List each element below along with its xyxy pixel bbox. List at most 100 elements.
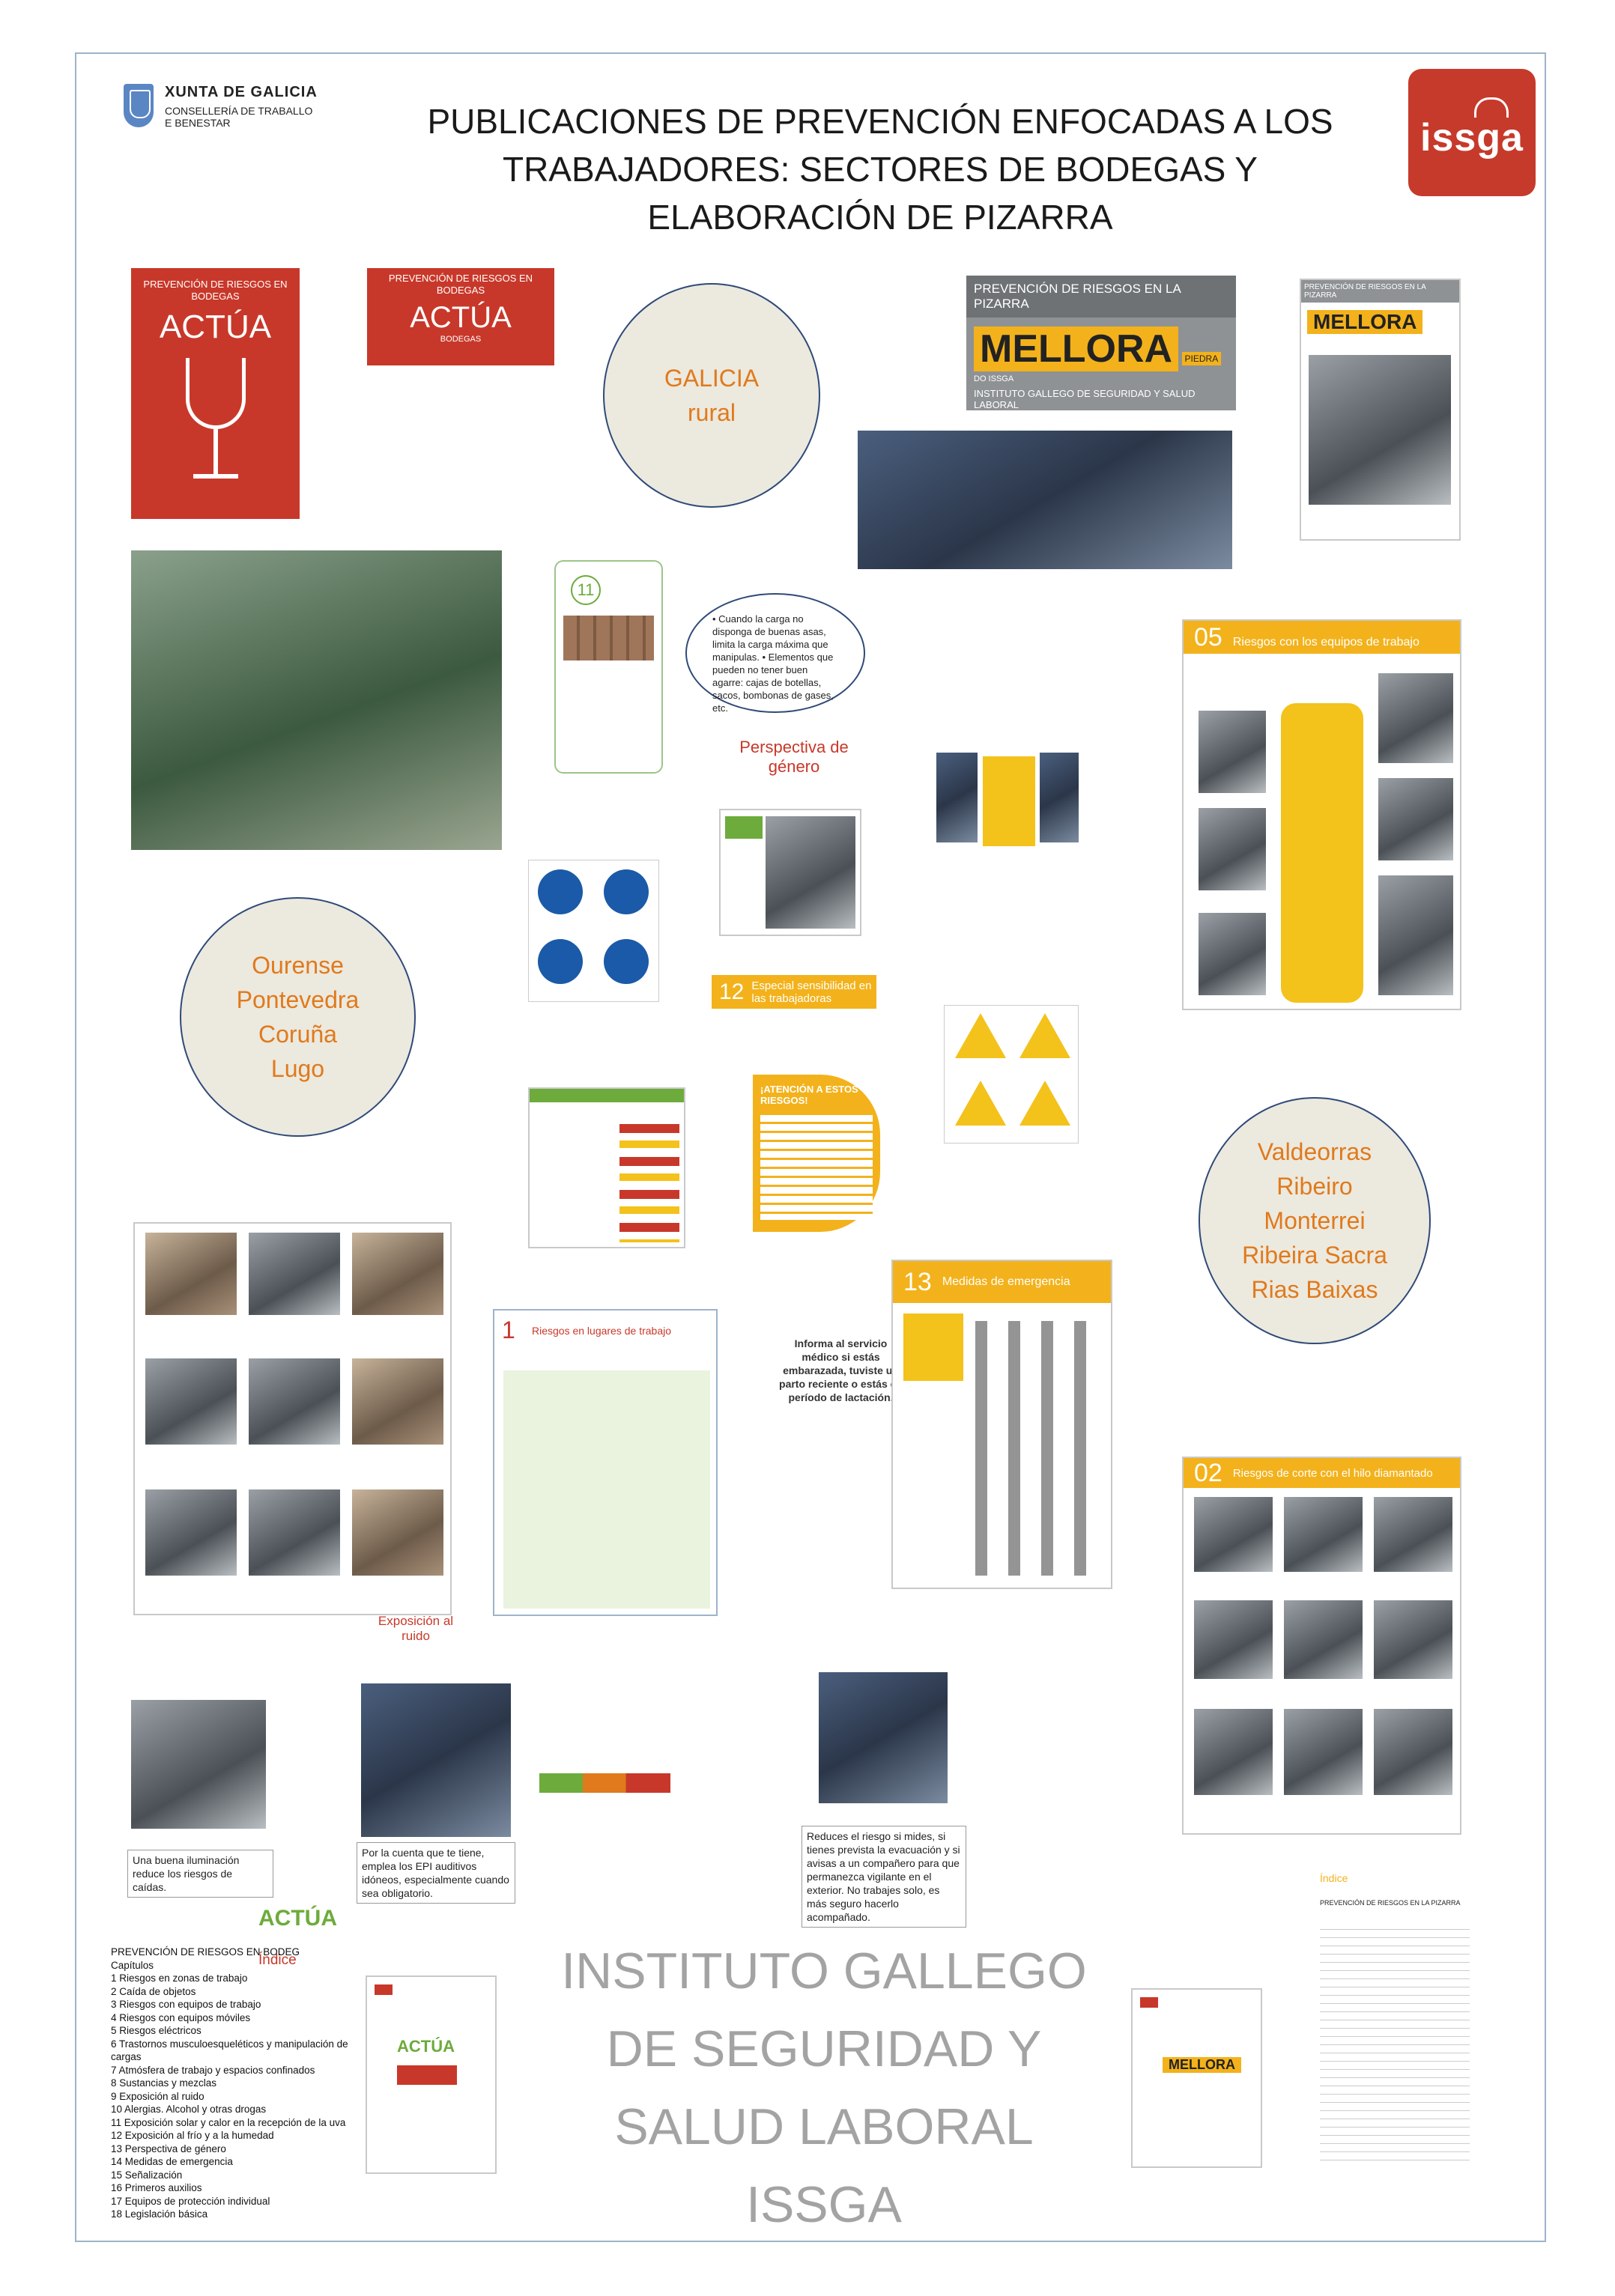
mellora-institute: INSTITUTO GALLEGO DE SEGURIDAD Y SALUD L…	[974, 388, 1196, 410]
mellora-banner: PREVENCIÓN DE RIESGOS EN LA PIZARRA MELL…	[966, 276, 1236, 410]
panel-05-header: 05 Riesgos con los equipos de trabajo	[1184, 621, 1460, 654]
ladder-illustration	[503, 1370, 710, 1609]
provinces-oval: Ourense Pontevedra Coruña Lugo	[180, 897, 416, 1137]
footer-line-1: INSTITUTO GALLEGO	[561, 1943, 1087, 1999]
flow-photo-left	[936, 753, 978, 842]
green-tag	[725, 816, 763, 839]
xunta-shield-icon	[124, 84, 154, 127]
bodega-photo-collage	[133, 1222, 452, 1615]
slippery-warning-icon	[955, 1013, 1006, 1058]
atencion-list	[760, 1115, 873, 1220]
denom-valdeorras: Valdeorras	[1257, 1138, 1372, 1165]
collage-photo-5	[249, 1358, 340, 1445]
footer-line-2: DE SEGURIDAD Y	[606, 2020, 1042, 2077]
hearing-worker-photo	[361, 1683, 511, 1837]
noise-levels-bar	[539, 1773, 670, 1793]
tractor-photo	[131, 550, 502, 850]
bodegas-cover-header: PREVENCIÓN DE RIESGOS EN BODEGAS	[143, 279, 288, 302]
bodegas-cover-brand: ACTÚA	[159, 309, 272, 345]
panel-05-flow	[1281, 703, 1363, 1003]
entrapment-warning-icon	[1019, 1081, 1070, 1126]
denom-monterrei: Monterrei	[1264, 1207, 1366, 1234]
panel-01-number: 1	[502, 1316, 515, 1343]
panel-05-number: 05	[1194, 623, 1222, 652]
mellora-cover-header: PREVENCIÓN DE RIESGOS EN LA PIZARRA	[1301, 280, 1459, 303]
mellora-sub: PIEDRA	[1181, 352, 1222, 365]
mellora-brand: MELLORA	[974, 327, 1179, 371]
chapter-item: 5 Riesgos eléctricos	[111, 2025, 202, 2036]
hat-icon	[1474, 97, 1509, 118]
machine-photo-4	[1378, 673, 1453, 763]
barrels-illustration	[563, 616, 654, 660]
especial-number: 12	[719, 979, 745, 1004]
mellora-index-lines	[1320, 1922, 1470, 2161]
machine-photo-3	[1199, 913, 1266, 995]
confined-space-photo	[819, 1672, 948, 1803]
mellora-back-logo	[1140, 1997, 1158, 2008]
issga-logo: issga	[1408, 69, 1536, 196]
xunta-name: XUNTA DE GALICIA	[165, 84, 318, 100]
actua-back-brand: ACTÚA	[397, 2037, 455, 2056]
cut-photo-6	[1374, 1600, 1452, 1679]
chapter-item: 18 Legislación básica	[111, 2208, 208, 2220]
machine-photo-1	[1199, 711, 1266, 793]
collage-photo-6	[352, 1358, 443, 1445]
xunta-logo: XUNTA DE GALICIA CONSELLERÍA DE TRABALLO…	[124, 82, 348, 135]
collage-photo-2	[249, 1233, 340, 1315]
mellora-index-heading: PREVENCIÓN DE RIESGOS EN LA PIZARRA	[1320, 1899, 1461, 1907]
mellora-cover-brand: MELLORA	[1307, 310, 1423, 334]
province-pontevedra: Pontevedra	[236, 986, 360, 1013]
noise-levels-banner	[532, 1737, 682, 1801]
mellora-do: DO ISSGA	[974, 374, 1014, 383]
signs-table-header	[530, 1089, 684, 1102]
actua-brand-text: ACTÚA	[258, 1906, 337, 1931]
chapter-item: 16 Primeros auxilios	[111, 2182, 202, 2193]
chapter-item: 2 Caída de objetos	[111, 1985, 196, 1997]
bodegas-banner-sub: BODEGAS	[440, 335, 482, 344]
poster-title: PUBLICACIONES DE PREVENCIÓN ENFOCADAS A …	[427, 102, 1333, 237]
cut-photo-8	[1284, 1709, 1363, 1795]
actua-index-brand: ACTÚA	[258, 1906, 337, 1931]
flow-diagram	[936, 741, 1079, 854]
chapter-item: 1 Riesgos en zonas de trabajo	[111, 1972, 248, 1984]
bodegas-cover: PREVENCIÓN DE RIESGOS EN BODEGAS ACTÚA	[131, 268, 300, 519]
cut-photo-7	[1194, 1709, 1273, 1795]
chapter-item: 6 Trastornos musculoesqueléticos y manip…	[111, 2038, 348, 2063]
chapter-item: 8 Sustancias y mezclas	[111, 2077, 217, 2089]
flow-yellow-box	[983, 756, 1035, 846]
poster-frame	[75, 52, 1546, 2242]
ruido-caption: Por la cuenta que te tiene, emplea los E…	[357, 1842, 515, 1904]
cut-photo-3	[1374, 1497, 1452, 1572]
boots-sign-icon	[538, 869, 583, 914]
vest-sign-icon	[604, 939, 649, 984]
cut-photo-2	[1284, 1497, 1363, 1572]
collage-photo-4	[145, 1358, 237, 1445]
wine-tanks-photo	[131, 1700, 266, 1829]
tip-oval: • Cuando la carga no disponga de buenas …	[685, 593, 865, 714]
panel-05-title: Riesgos con los equipos de trabajo	[1232, 636, 1419, 649]
panel-02-number: 02	[1194, 1458, 1222, 1487]
actua-back-tag	[397, 2065, 457, 2085]
galicia-label: GALICIA	[664, 365, 760, 392]
galicia-rural-oval: GALICIA rural	[603, 283, 820, 508]
panel-02-title: Riesgos de corte con el hilo diamantado	[1232, 1466, 1433, 1480]
panel-13-title: Medidas de emergencia	[942, 1275, 1070, 1288]
mellora-banner-header: PREVENCIÓN DE RIESGOS EN LA PIZARRA	[966, 276, 1236, 318]
denominations-oval: Valdeorras Ribeiro Monterrei Ribeira Sac…	[1199, 1097, 1431, 1344]
perspectiva-label: Perspectiva de género	[739, 738, 849, 776]
collage-photo-1	[145, 1233, 237, 1315]
warning-signs	[944, 1005, 1079, 1144]
panel-11-number: 11	[571, 575, 601, 605]
chapter-item: 9 Exposición al ruido	[111, 2090, 204, 2102]
footer-line-3: SALUD LABORAL	[614, 2098, 1034, 2155]
bodegas-banner-header: PREVENCIÓN DE RIESGOS EN BODEGAS	[388, 273, 533, 296]
chapter-item: 14 Medidas de emergencia	[111, 2156, 233, 2167]
chapter-item: 4 Riesgos con equipos móviles	[111, 2011, 251, 2023]
slate-quarry-photo	[1309, 355, 1451, 505]
footer-line-4: ISSGA	[746, 2176, 902, 2233]
actua-back-cover: ACTÚA	[366, 1975, 497, 2174]
worker-photo	[766, 816, 855, 929]
ear-protection-sign-icon	[604, 869, 649, 914]
